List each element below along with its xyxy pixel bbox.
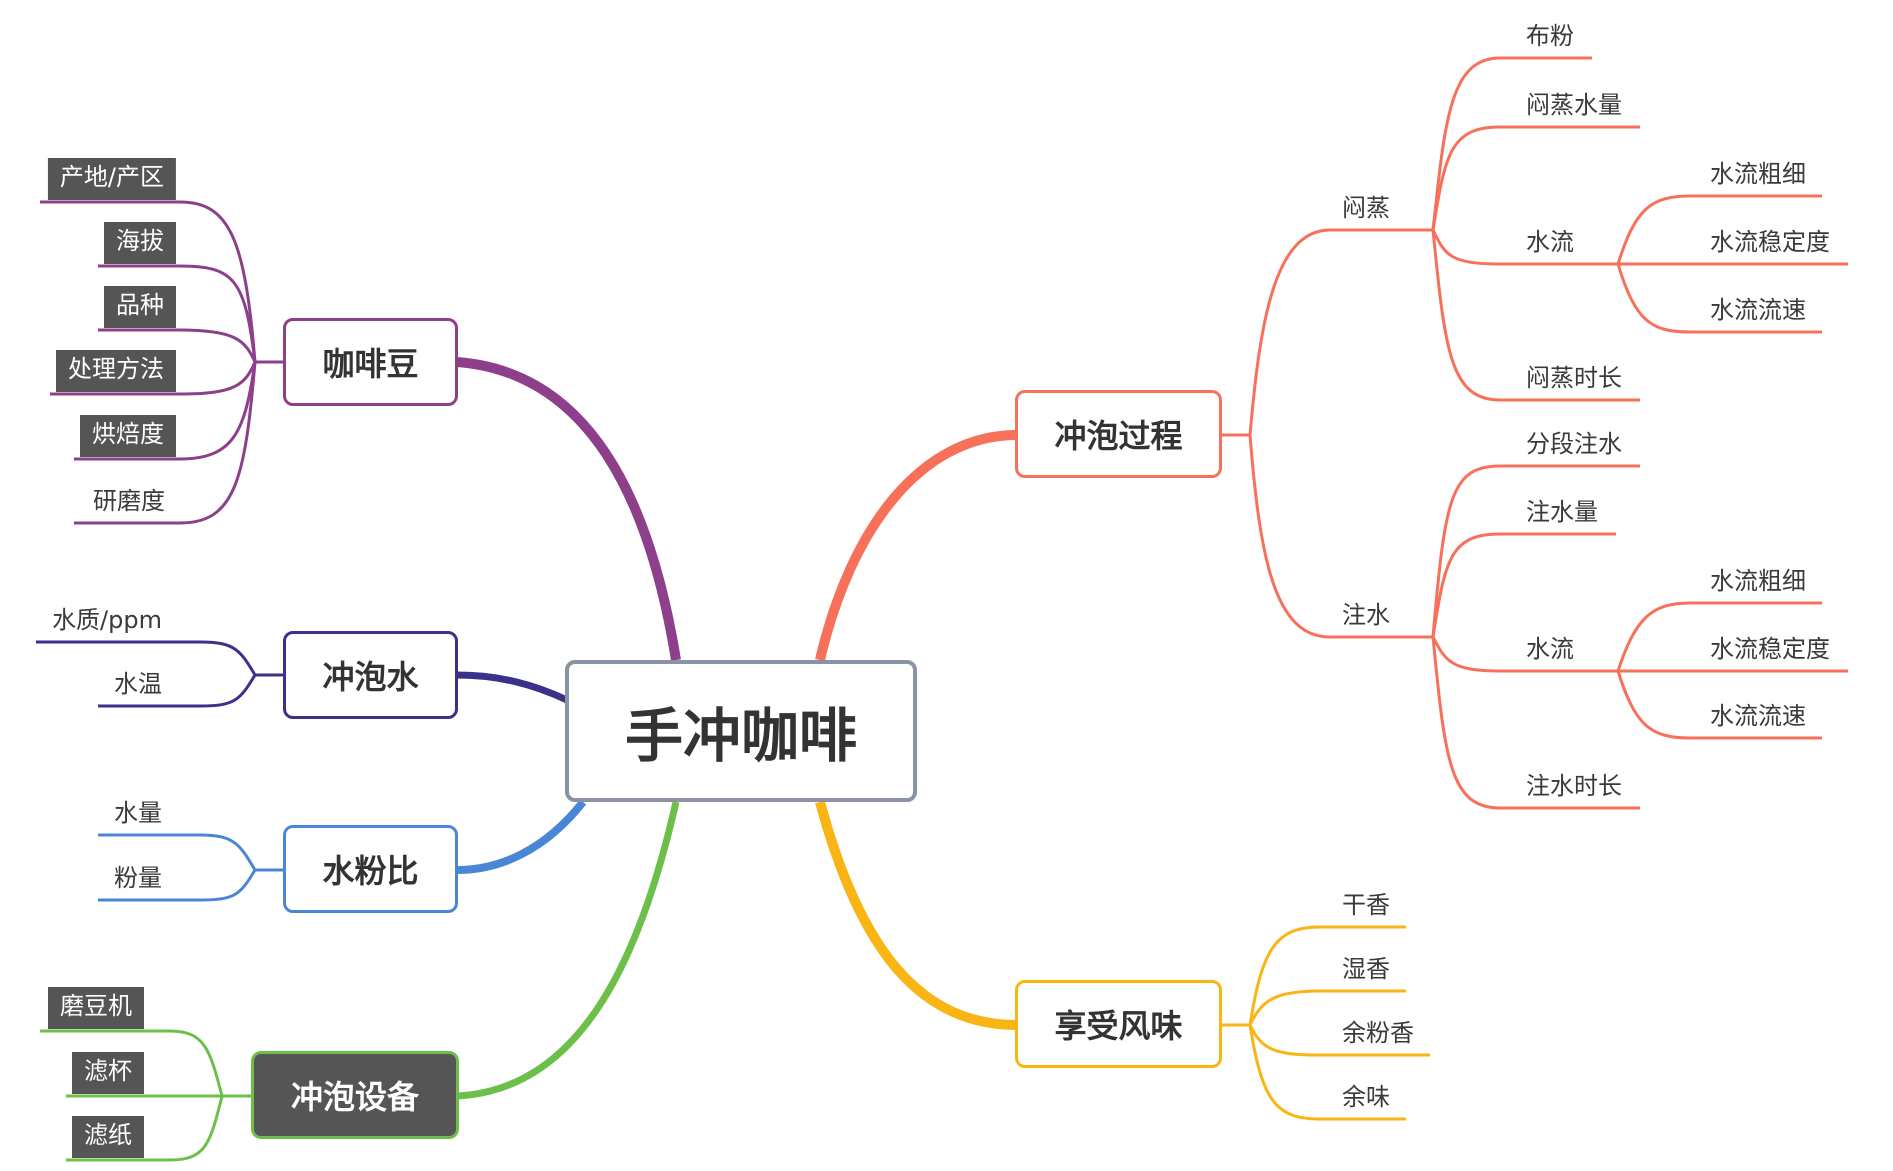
water-branches	[36, 640, 283, 708]
leaf-water-temperature[interactable]: 水温	[114, 670, 162, 698]
gear-branches	[40, 1029, 251, 1162]
topic-water-coffee-ratio[interactable]: 水粉比	[283, 825, 458, 913]
leaf-bloom-flow-thickness[interactable]: 水流粗细	[1710, 160, 1806, 188]
leaf-pour-amount[interactable]: 注水量	[1526, 498, 1598, 526]
leaf-residual-aroma[interactable]: 余粉香	[1342, 1019, 1414, 1047]
leaf-wet-aroma[interactable]: 湿香	[1342, 955, 1390, 983]
leaf-roast-level[interactable]: 烘焙度	[80, 415, 176, 457]
topic-brewing-water[interactable]: 冲泡水	[283, 631, 458, 719]
leaf-water-quality[interactable]: 水质/ppm	[52, 606, 162, 634]
leaf-grind-size[interactable]: 研磨度	[93, 487, 165, 515]
beans-branches	[40, 200, 283, 525]
trunk-water	[456, 671, 569, 704]
flavor-branches	[1222, 925, 1430, 1121]
leaf-bloom-water-amount[interactable]: 闷蒸水量	[1526, 91, 1622, 119]
leaf-pour-time[interactable]: 注水时长	[1526, 772, 1622, 800]
leaf-dry-aroma[interactable]: 干香	[1342, 891, 1390, 919]
leaf-filter-paper[interactable]: 滤纸	[72, 1116, 144, 1158]
leaf-bloom-flow[interactable]: 水流	[1526, 228, 1574, 256]
leaf-grinder[interactable]: 磨豆机	[48, 987, 144, 1029]
leaf-coffee-amount[interactable]: 粉量	[114, 864, 162, 892]
leaf-bloom-distribute[interactable]: 布粉	[1526, 22, 1574, 50]
ratio-branches	[98, 833, 283, 902]
subtopic-pour[interactable]: 注水	[1342, 601, 1390, 629]
leaf-pour-stages[interactable]: 分段注水	[1526, 430, 1622, 458]
subtopic-bloom[interactable]: 闷蒸	[1342, 194, 1390, 222]
leaf-water-amount[interactable]: 水量	[114, 799, 162, 827]
leaf-origin[interactable]: 产地/产区	[47, 158, 176, 200]
trunk-gear	[456, 801, 680, 1100]
trunk-flavor	[815, 800, 1018, 1030]
leaf-bloom-time[interactable]: 闷蒸时长	[1526, 364, 1622, 392]
trunk-process	[815, 430, 1018, 662]
trunk-ratio	[456, 799, 587, 874]
leaf-variety[interactable]: 品种	[104, 286, 176, 328]
leaf-pour-flow-rate[interactable]: 水流流速	[1710, 702, 1806, 730]
topic-brewing-gear[interactable]: 冲泡设备	[251, 1051, 459, 1139]
process-branches	[1222, 56, 1848, 810]
leaf-altitude[interactable]: 海拔	[104, 222, 176, 264]
leaf-bloom-flow-stability[interactable]: 水流稳定度	[1710, 228, 1830, 256]
topic-enjoy-flavor[interactable]: 享受风味	[1015, 980, 1222, 1068]
leaf-aftertaste[interactable]: 余味	[1342, 1083, 1390, 1111]
leaf-pour-flow[interactable]: 水流	[1526, 635, 1574, 663]
central-topic[interactable]: 手冲咖啡	[565, 660, 917, 802]
leaf-dripper[interactable]: 滤杯	[72, 1052, 144, 1094]
leaf-pour-flow-stability[interactable]: 水流稳定度	[1710, 635, 1830, 663]
trunk-beans	[456, 357, 681, 661]
leaf-pour-flow-thickness[interactable]: 水流粗细	[1710, 567, 1806, 595]
topic-brewing-process[interactable]: 冲泡过程	[1015, 390, 1222, 478]
leaf-processing[interactable]: 处理方法	[56, 350, 176, 392]
leaf-bloom-flow-rate[interactable]: 水流流速	[1710, 296, 1806, 324]
topic-coffee-beans[interactable]: 咖啡豆	[283, 318, 458, 406]
